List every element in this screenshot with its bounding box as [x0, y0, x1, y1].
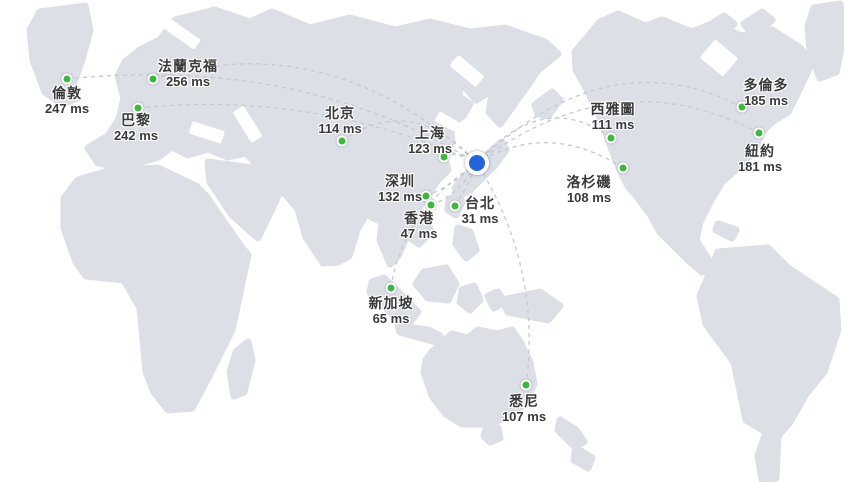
landmass-eurasia	[84, 6, 562, 268]
sea-hudson-bay	[700, 39, 738, 77]
landmass-greenland	[804, 0, 844, 82]
landmass-south-america	[696, 244, 842, 482]
city-name: 台北	[465, 195, 495, 211]
city-latency: 47 ms	[400, 226, 438, 241]
city-name: 西雅圖	[590, 101, 636, 117]
city-latency: 65 ms	[372, 311, 410, 326]
landmass-arctic-islands-2	[740, 8, 776, 40]
route-singapore	[390, 162, 478, 289]
landmass-tasmania	[480, 424, 504, 446]
city-dot-toronto	[736, 101, 748, 113]
city-latency: 108 ms	[566, 190, 612, 205]
route-newyork	[476, 101, 760, 164]
sea-okhotsk	[450, 55, 484, 87]
route-london	[66, 73, 478, 164]
landmass-sulawesi	[456, 282, 484, 314]
origin-dot	[465, 151, 489, 175]
city-name: 倫敦	[52, 85, 82, 101]
city-dot-paris	[132, 102, 144, 114]
landmass-australia	[420, 326, 538, 428]
city-latency: 123 ms	[407, 141, 453, 156]
city-name: 北京	[325, 105, 355, 121]
route-beijing	[341, 120, 478, 164]
city-name: 悉尼	[509, 393, 539, 409]
city-dot-frankfurt	[147, 73, 159, 85]
route-toronto	[476, 81, 743, 164]
sea-caspian	[233, 106, 262, 143]
city-latency: 242 ms	[113, 128, 159, 143]
route-seattle	[476, 117, 612, 164]
city-name: 巴黎	[121, 112, 151, 128]
city-latency: 185 ms	[743, 93, 789, 108]
landmass-arctic-islands-1	[698, 12, 738, 44]
landmass-sumatra	[366, 274, 422, 326]
city-latency: 31 ms	[461, 211, 499, 226]
city-name: 上海	[415, 125, 445, 141]
city-latency: 247 ms	[44, 101, 90, 116]
city-latency: 181 ms	[737, 159, 783, 174]
city-dot-hongkong	[425, 199, 437, 211]
city-name: 洛杉磯	[566, 174, 612, 190]
city-latency: 111 ms	[591, 117, 635, 132]
city-dot-london	[61, 73, 73, 85]
city-dot-beijing	[336, 135, 348, 147]
landmass-nz-south	[570, 444, 596, 472]
city-name: 新加坡	[368, 295, 414, 311]
landmass-madagascar	[226, 338, 256, 400]
sea-bohai	[435, 111, 459, 131]
city-name: 紐約	[745, 143, 775, 159]
landmass-java	[394, 322, 444, 346]
city-dot-shanghai	[438, 151, 450, 163]
city-name: 香港	[404, 210, 434, 226]
landmass-philippines	[452, 224, 480, 262]
city-dot-singapore	[385, 282, 397, 294]
sea-baltic	[163, 18, 201, 50]
landmass-cuba	[712, 220, 740, 242]
city-dot-taipei	[449, 200, 461, 212]
city-name: 多倫多	[743, 77, 789, 93]
sea-cutouts	[163, 18, 738, 144]
landmass-hokkaido	[531, 88, 564, 120]
route-sydney	[476, 162, 530, 386]
route-frankfurt	[152, 63, 478, 164]
city-dot-seattle	[605, 132, 617, 144]
city-name: 法蘭克福	[158, 58, 218, 74]
landmass-arabia	[204, 158, 282, 242]
city-dot-sydney	[520, 379, 532, 391]
city-dot-losangeles	[617, 162, 629, 174]
landmass-borneo	[412, 264, 460, 304]
city-latency: 256 ms	[165, 74, 211, 89]
route-losangeles	[476, 142, 624, 169]
city-latency: 114 ms	[318, 121, 362, 136]
landmass-newguinea	[498, 288, 564, 324]
landmass-nz-north	[554, 416, 588, 450]
sea-black	[189, 121, 225, 144]
city-latency: 107 ms	[501, 409, 547, 424]
city-latency: 132 ms	[377, 189, 423, 204]
latency-routes	[66, 63, 760, 386]
city-name: 深圳	[385, 173, 415, 189]
landmass-uk	[26, 2, 94, 108]
landmass-africa	[60, 164, 252, 414]
city-dot-newyork	[753, 127, 765, 139]
